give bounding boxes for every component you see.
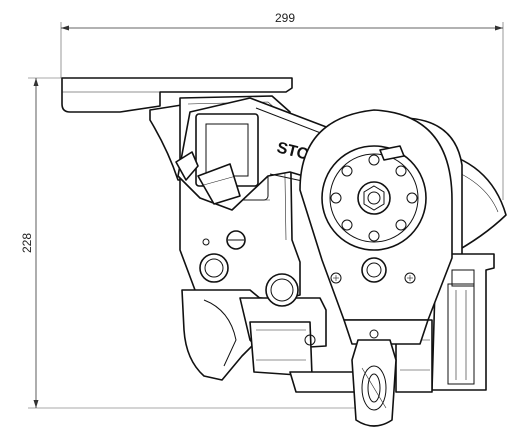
lower-bracket [181,289,379,393]
lower-bore [361,257,387,283]
arm-pin [379,145,405,161]
hex-center [357,181,391,215]
width-dimension-label: 299 [275,11,295,25]
height-dimension-label: 228 [20,233,34,253]
crank-eyelet [343,319,429,427]
rotor-disc [299,109,453,321]
height-dimension: 228 [20,77,380,409]
width-arrow-right [495,25,503,31]
height-arrow-top [33,78,39,86]
width-arrow-left [61,25,69,31]
height-arrow-bottom [33,400,39,408]
width-dimension: 299 [60,11,504,200]
housing-bolts [199,230,316,346]
